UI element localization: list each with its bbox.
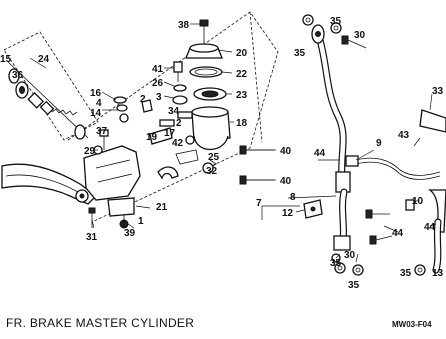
- callout-15: 15: [0, 54, 12, 65]
- callout-14: 14: [90, 108, 102, 119]
- brake-hose-lower: [331, 188, 351, 263]
- callout-13: 13: [432, 268, 444, 279]
- callout-35-d: 35: [348, 280, 360, 291]
- callout-37: 37: [96, 126, 108, 137]
- callout-41: 41: [152, 64, 164, 75]
- callout-10: 10: [412, 196, 424, 207]
- leader-lines: [29, 23, 437, 263]
- callout-1: 1: [138, 216, 144, 227]
- callout-40-b: 40: [280, 176, 292, 187]
- callout-36: 36: [12, 70, 24, 81]
- callout-42: 42: [172, 138, 184, 149]
- diagram-caption: FR. BRAKE MASTER CYLINDER: [6, 316, 195, 330]
- hose-clamp: [303, 199, 323, 219]
- callout-26: 26: [152, 78, 164, 89]
- callout-35-a: 35: [294, 48, 306, 59]
- callout-21: 21: [156, 202, 168, 213]
- reservoir-stack: [185, 19, 231, 150]
- piston-set: [7, 61, 89, 140]
- diagram-code: MW03-F04: [392, 320, 432, 329]
- callout-38: 38: [178, 20, 190, 31]
- callout-34: 34: [168, 106, 180, 117]
- callout-40-a: 40: [280, 146, 292, 157]
- callout-16: 16: [90, 88, 102, 99]
- callout-33: 33: [432, 86, 444, 97]
- callout-30-b: 30: [344, 250, 356, 261]
- callout-29: 29: [84, 146, 96, 157]
- callout-8: 8: [290, 192, 296, 203]
- callout-20: 20: [236, 48, 248, 59]
- sealing-washers: [302, 14, 426, 276]
- callout-7: 7: [256, 198, 262, 209]
- caliper-bolts: [341, 35, 415, 245]
- right-brackets: [419, 109, 446, 274]
- brake-lever: [1, 163, 97, 205]
- mount-bolts: [239, 145, 274, 185]
- callout-9: 9: [376, 138, 382, 149]
- callout-31: 31: [86, 232, 98, 243]
- master-cylinder-frame: [3, 11, 279, 223]
- callout-23: 23: [236, 90, 248, 101]
- callout-35-b: 35: [330, 16, 342, 27]
- callout-19: 19: [146, 132, 158, 143]
- brake-pipe: [345, 155, 441, 180]
- callout-25: 25: [208, 152, 220, 163]
- callout-22: 22: [236, 69, 248, 80]
- callout-24: 24: [38, 54, 50, 65]
- callout-30-a: 30: [354, 30, 366, 41]
- callout-32: 32: [206, 166, 218, 177]
- callout-18: 18: [236, 118, 248, 129]
- callout-2: 2: [140, 94, 146, 105]
- callout-35-e: 35: [400, 268, 412, 279]
- callout-3: 3: [156, 92, 162, 103]
- callout-43: 43: [398, 130, 410, 141]
- callout-44-c: 44: [424, 222, 436, 233]
- small-fittings: [113, 61, 217, 174]
- callout-44-b: 44: [392, 228, 404, 239]
- callout-35-c: 35: [330, 258, 342, 269]
- brake-hose-upper: [311, 24, 351, 193]
- lever-holder: [83, 145, 179, 229]
- callout-4: 4: [96, 98, 102, 109]
- callout-labels: 38 20 22 23 18 41 26 3 16 2 4 14 19 17 3…: [0, 16, 444, 291]
- callout-17: 17: [164, 128, 176, 139]
- callout-12: 12: [282, 208, 294, 219]
- callout-2b: 2: [176, 118, 182, 129]
- callout-44-a: 44: [314, 148, 326, 159]
- callout-39: 39: [124, 228, 136, 239]
